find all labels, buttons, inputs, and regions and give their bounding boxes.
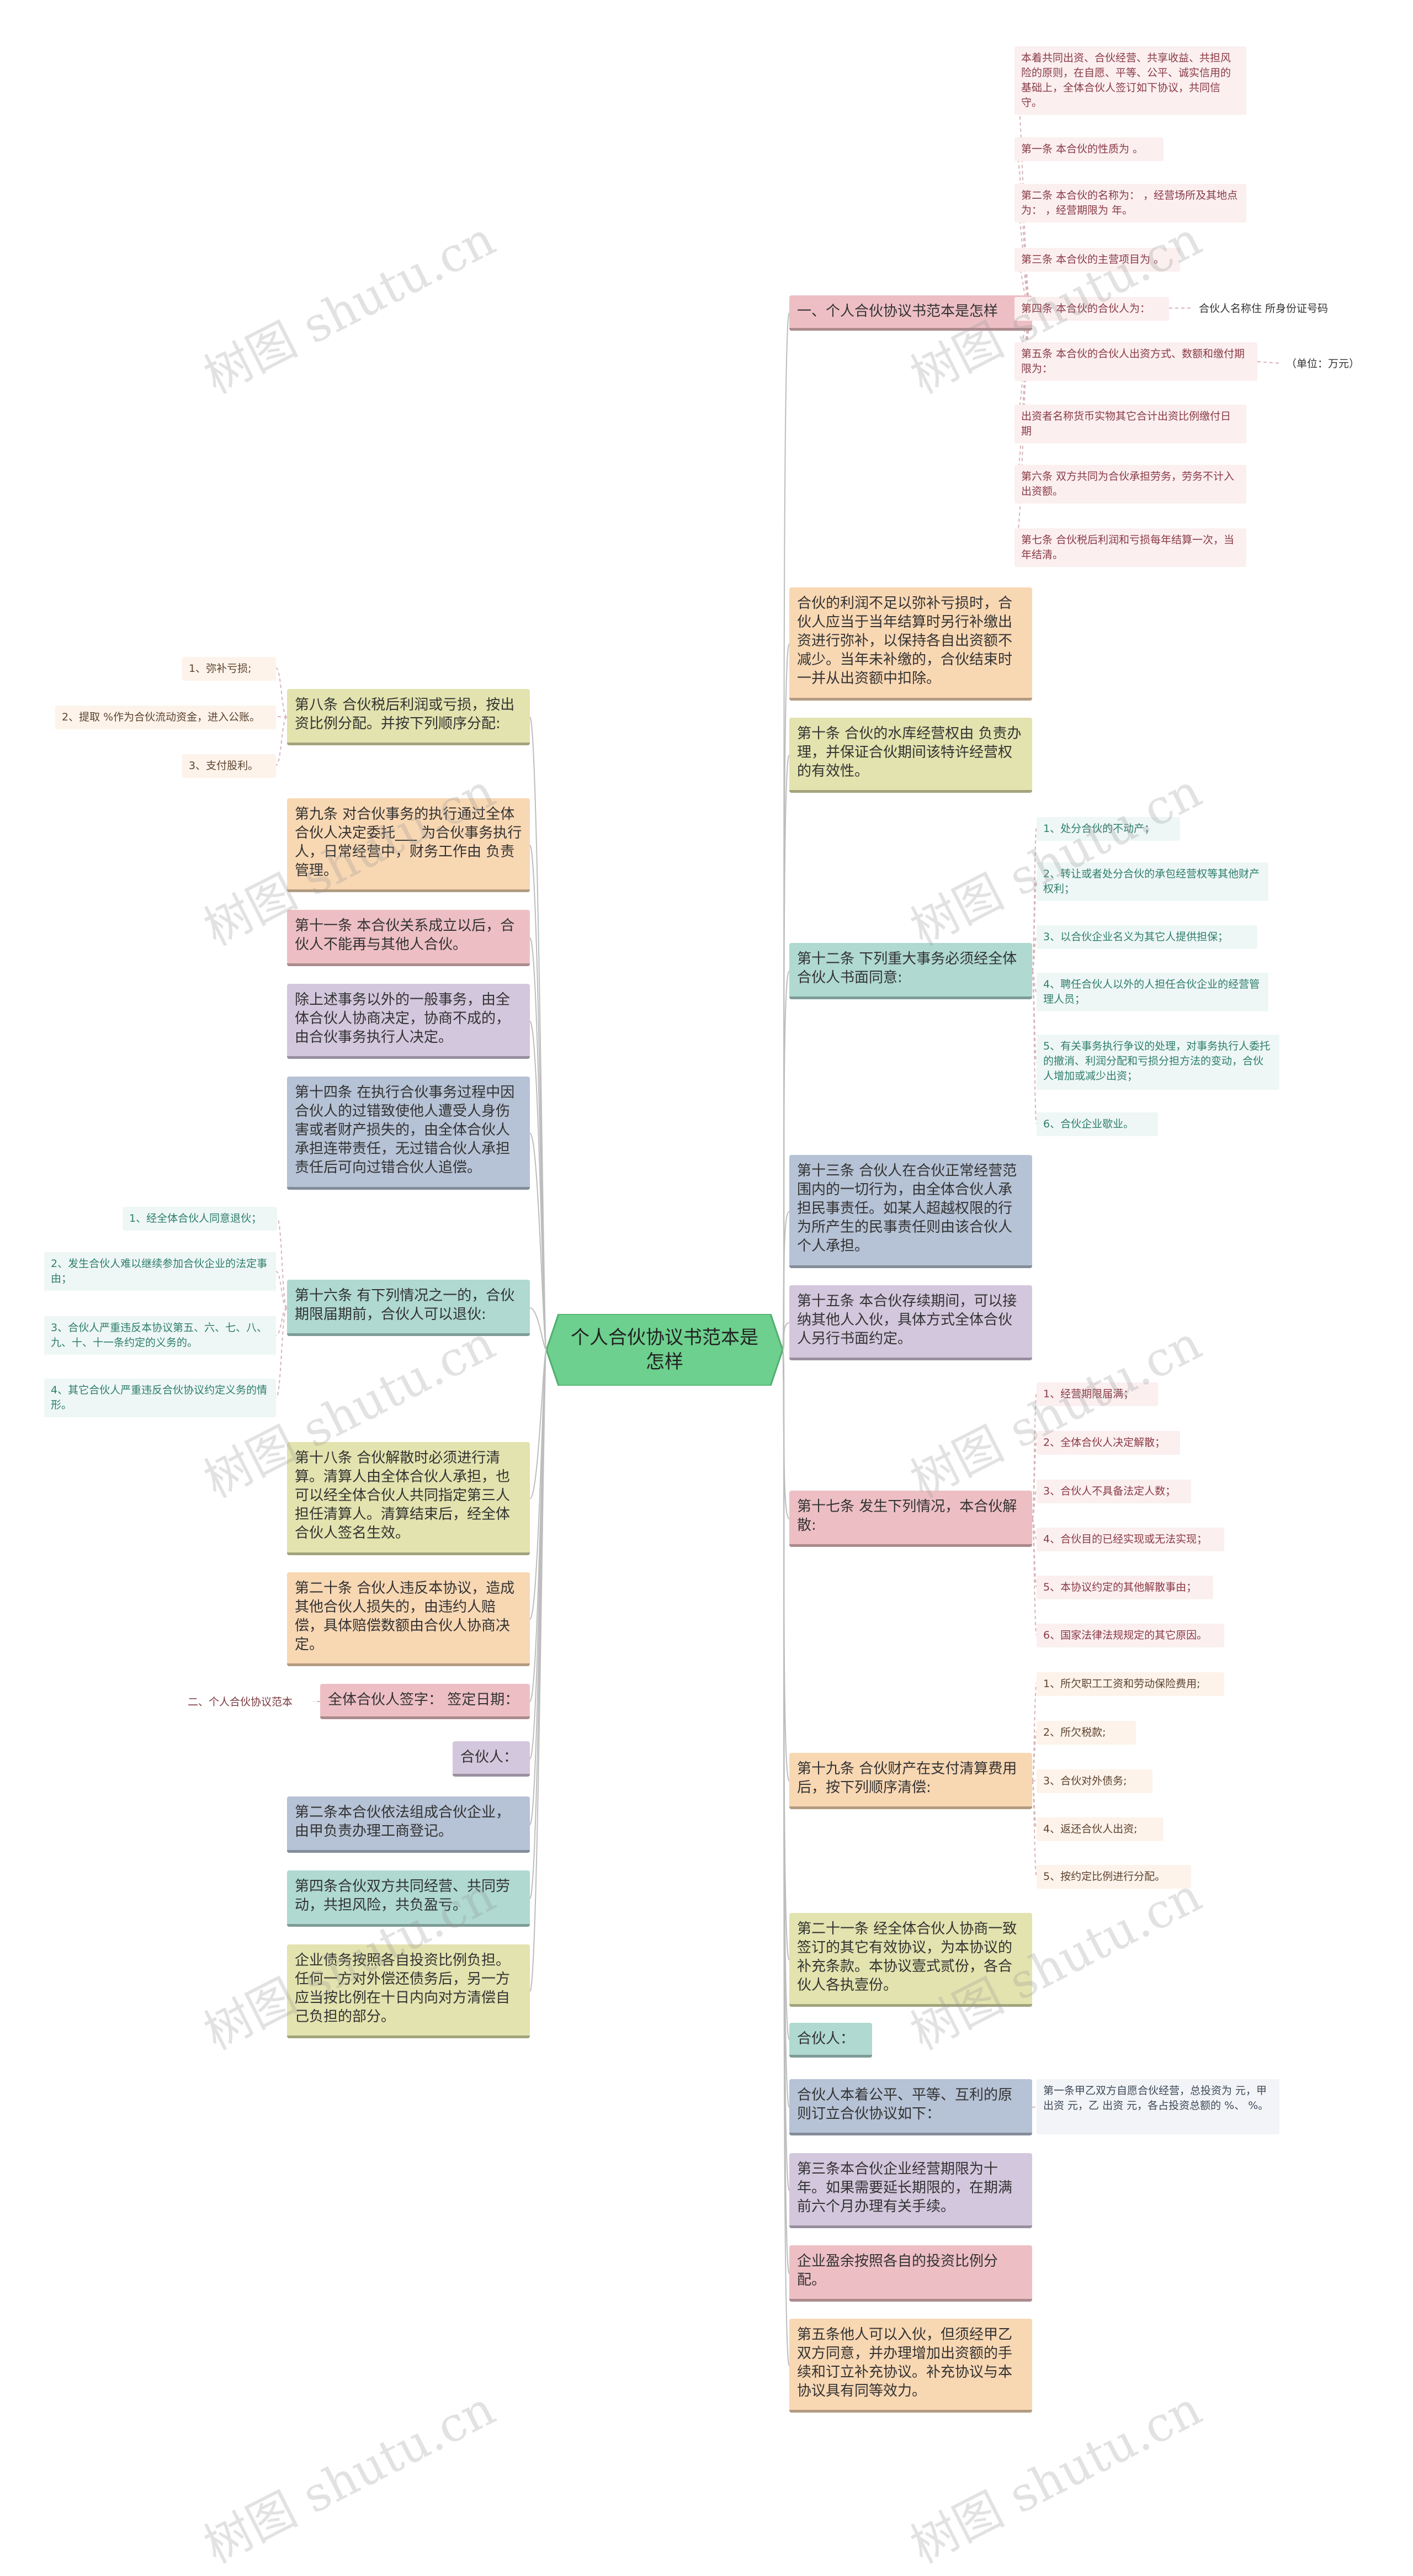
topic-r3[interactable]: 第十条 合伙的水库经营权由 负责办理，并保证合伙期间该特许经营权的有效性。 xyxy=(789,718,1032,793)
topic-r13[interactable]: 企业盈余按照各自的投资比例分配。 xyxy=(789,2245,1032,2302)
topic-r10[interactable]: 合伙人： xyxy=(789,2023,872,2058)
topic-r1c5a[interactable]: 合伙人名称住 所身份证号码 xyxy=(1199,303,1329,315)
topic-r1c2[interactable]: 第一条 本合伙的性质为 。 xyxy=(1014,137,1164,161)
topic-r1c3[interactable]: 第二条 本合伙的名称为： ，经营场所及其地点为： ，经营期限为 年。 xyxy=(1014,184,1246,222)
connector-line xyxy=(275,1307,288,1398)
topic-l1c3[interactable]: 3、支付股利。 xyxy=(182,754,276,778)
topic-l1c2[interactable]: 2、提取 %作为合伙流动资金，进入公账。 xyxy=(55,706,276,729)
topic-l5[interactable]: 第十四条 在执行合伙事务过程中因合伙人的过错致使他人遭受人身伤害或者财产损失的，… xyxy=(287,1077,530,1190)
topic-r11c1[interactable]: 第一条甲乙双方自愿合伙经营，总投资为 元，甲 出资 元，乙 出资 元，各占投资总… xyxy=(1037,2079,1279,2134)
topic-r1c5[interactable]: 第四条 本合伙的合伙人为： xyxy=(1014,297,1169,321)
topic-l6[interactable]: 第十六条 有下列情况之一的，合伙期限届期前，合伙人可以退伙: xyxy=(287,1280,530,1336)
topic-r9[interactable]: 第二十一条 经全体合伙人协商一致签订的其它有效协议，为本协议的补充条款。本协议壹… xyxy=(789,1913,1032,2007)
topic-r8c4[interactable]: 4、返还合伙人出资; xyxy=(1037,1817,1164,1841)
connector-line xyxy=(1257,361,1280,364)
connector-line xyxy=(275,717,288,766)
topic-r12[interactable]: 第三条本合伙企业经营期限为十年。如果需要延长期限的，在期满前六个月办理有关手续。 xyxy=(789,2153,1032,2228)
connector-line xyxy=(1032,828,1037,972)
topic-r7c5[interactable]: 5、本协议约定的其他解散事由； xyxy=(1037,1576,1213,1599)
topic-r11[interactable]: 合伙人本着公平、平等、互利的原则订立合伙协议如下： xyxy=(789,2079,1032,2135)
topic-r4c6[interactable]: 6、合伙企业歇业。 xyxy=(1037,1112,1158,1136)
connector-line xyxy=(1032,1393,1037,1519)
connector-line xyxy=(1014,312,1033,485)
connector-line xyxy=(782,1349,790,2366)
connector-line xyxy=(1032,1441,1037,1519)
connector-line xyxy=(275,1271,288,1308)
topic-r7c2[interactable]: 2、全体合伙人决定解散； xyxy=(1037,1431,1180,1455)
topic-r1c9[interactable]: 第七条 合伙税后利润和亏损每年结算一次，当年结清。 xyxy=(1014,528,1246,567)
connector-line xyxy=(1032,881,1037,972)
connector-line xyxy=(782,1322,790,1350)
connector-line xyxy=(277,1217,288,1308)
topic-r1c6[interactable]: 第五条 本合伙的合伙人出资方式、数额和缴付期限为： xyxy=(1014,342,1257,381)
connector-line xyxy=(1032,1780,1037,1877)
topic-r1c7[interactable]: 出资者名称货币实物其它合计出资比例缴付日期 xyxy=(1014,405,1246,443)
topic-r7c1[interactable]: 1、经营期限届满； xyxy=(1037,1382,1158,1406)
topic-r7[interactable]: 第十七条 发生下列情况，本合伙解散: xyxy=(789,1491,1032,1547)
topic-l11[interactable]: 第二条本合伙依法组成合伙企业，由甲负责办理工商登记。 xyxy=(287,1796,530,1853)
central-topic[interactable]: 个人合伙协议书范本是怎样 xyxy=(546,1314,783,1386)
topic-l8[interactable]: 第二十条 合伙人违反本协议，造成其他合伙人损失的，由违约人赔偿，具体赔偿数额由合… xyxy=(287,1572,530,1666)
connector-line xyxy=(529,1349,547,1992)
topic-r1c6a[interactable]: （单位：万元） xyxy=(1286,358,1360,370)
topic-r5[interactable]: 第十三条 合伙人在合伙正常经营范围内的一切行为，由全体合伙人承担民事责任。如某人… xyxy=(789,1155,1032,1268)
topic-l6c4[interactable]: 4、其它合伙人严重违反合伙协议约定义务的情形。 xyxy=(44,1379,276,1417)
connector-line xyxy=(275,1307,288,1336)
topic-l6c1[interactable]: 1、经全体合伙人同意退伙； xyxy=(123,1207,277,1231)
topic-l12[interactable]: 第四条合伙双方共同经营、共同劳动，共担风险，共负盈亏。 xyxy=(287,1870,530,1927)
topic-r6[interactable]: 第十五条 本合伙存续期间，可以接纳其他人入伙，具体方式全体合伙人另行书面约定。 xyxy=(789,1285,1032,1360)
topic-r4c4[interactable]: 4、聘任合伙人以外的人担任合伙企业的经营管理人员； xyxy=(1037,973,1268,1011)
topic-l6c3[interactable]: 3、合伙人严重违反本协议第五、六、七、八、九、十、十一条约定的义务的。 xyxy=(44,1316,276,1355)
connector-line xyxy=(1032,971,1037,1124)
topic-r7c4[interactable]: 4、合伙目的已经实现或无法实现； xyxy=(1037,1528,1224,1551)
topic-l1[interactable]: 第八条 合伙税后利润或亏损，按出资比例分配。并按下列顺序分配: xyxy=(287,689,530,745)
connector-line xyxy=(1032,936,1037,972)
topic-l2[interactable]: 第九条 对合伙事务的执行通过全体合伙人决定委托___ 为合伙事务执行人，日常经营… xyxy=(287,798,530,892)
topic-r2[interactable]: 合伙的利润不足以弥补亏损时，合伙人应当于当年结算时另行补缴出资进行弥补，以保持各… xyxy=(789,587,1032,701)
connector-line xyxy=(1032,1731,1037,1782)
topic-r1[interactable]: 一、个人合伙协议书范本是怎样 xyxy=(789,295,1032,331)
connector-line xyxy=(1032,1780,1037,1782)
topic-l10[interactable]: 合伙人： xyxy=(453,1741,530,1777)
topic-r7c6[interactable]: 6、国家法律法规规定的其它原因。 xyxy=(1037,1624,1224,1647)
topic-l6c2[interactable]: 2、发生合伙人难以继续参加合伙企业的法定事由； xyxy=(44,1252,276,1291)
topic-r7c3[interactable]: 3、合伙人不具备法定人数； xyxy=(1037,1480,1191,1503)
topic-l1c1[interactable]: 1、弥补亏损; xyxy=(182,657,276,681)
topic-r8[interactable]: 第十九条 合伙财产在支付清算费用后，按下列顺序清偿: xyxy=(789,1753,1032,1809)
central-topic-label: 个人合伙协议书范本是怎样 xyxy=(571,1327,758,1373)
topic-r1c4[interactable]: 第三条 本合伙的主营项目为 。 xyxy=(1014,248,1180,272)
central-topic-shape xyxy=(546,1314,783,1386)
topic-r1c8[interactable]: 第六条 双方共同为合伙承担劳务，劳务不计入出资额。 xyxy=(1014,465,1246,503)
connector-line xyxy=(1032,1518,1037,1635)
topic-l7[interactable]: 第十八条 合伙解散时必须进行清算。清算人由全体合伙人承担，也可以经全体合伙人共同… xyxy=(287,1442,530,1555)
topic-r4c1[interactable]: 1、处分合伙的不动产； xyxy=(1037,817,1180,841)
topic-l9[interactable]: 全体合伙人签字： 签定日期： xyxy=(320,1684,530,1719)
connector-line xyxy=(1032,1490,1037,1519)
topic-l13[interactable]: 企业债务按照各自投资比例负担。任何一方对外偿还债务后，另一方应当按比例在十日内向… xyxy=(287,1944,530,2038)
topic-r4c5[interactable]: 5、有关事务执行争议的处理，对事务执行人委托的撤消、利润分配和亏损分担方法的变动… xyxy=(1037,1035,1279,1090)
topic-l4[interactable]: 除上述事务以外的一般事务，由全体合伙人协商决定，协商不成的，由合伙事务执行人决定… xyxy=(287,984,530,1059)
topic-r8c2[interactable]: 2、所欠税款; xyxy=(1037,1721,1136,1745)
topic-r8c5[interactable]: 5、按约定比例进行分配。 xyxy=(1037,1865,1191,1889)
topic-l3[interactable]: 第十一条 本合伙关系成立以后，合伙人不能再与其他人合伙。 xyxy=(287,910,530,966)
topic-r1c1[interactable]: 本着共同出资、合伙经营、共享收益、共担风险的原则，在自愿、平等、公平、诚实信用的… xyxy=(1014,46,1246,115)
connector-line xyxy=(275,667,288,718)
topic-r4c3[interactable]: 3、以合伙企业名义为其它人提供担保； xyxy=(1037,925,1257,949)
topic-r8c1[interactable]: 1、所欠职工工资和劳动保险费用; xyxy=(1037,1672,1224,1696)
topic-r14[interactable]: 第五条他人可以入伙，但须经甲乙双方同意，并办理增加出资额的手续和订立补充协议。补… xyxy=(789,2319,1032,2413)
topic-r4c2[interactable]: 2、转让或者处分合伙的承包经营权等其他财产权利； xyxy=(1037,862,1268,901)
connector-line xyxy=(529,1132,547,1350)
connector-line xyxy=(529,1307,547,1350)
topic-r8c3[interactable]: 3、合伙对外债务; xyxy=(1037,1769,1152,1793)
topic-r4[interactable]: 第十二条 下列重大事务必须经全体合伙人书面同意: xyxy=(789,943,1032,999)
topic-l9c1[interactable]: 二、个人合伙协议范本 xyxy=(188,1696,293,1708)
connector-line xyxy=(1032,1683,1037,1782)
